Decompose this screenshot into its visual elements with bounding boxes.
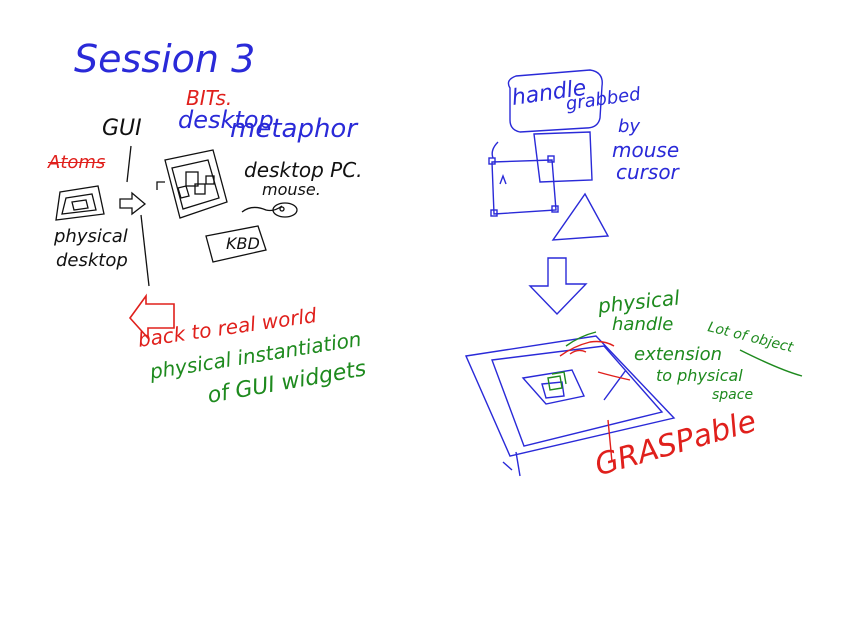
physical-desktop-label: desktop <box>56 250 128 271</box>
extension-label: extension <box>634 344 723 365</box>
lot-of-object-curve <box>739 349 803 377</box>
physical-handle-cube <box>547 331 597 391</box>
by-label: by <box>618 116 641 137</box>
gui-window-sketch <box>488 131 593 217</box>
desktop-pc-label: desktop PC. <box>244 158 363 182</box>
desktop-label: desktop <box>178 106 274 134</box>
to-physical-label: to physical <box>656 366 743 385</box>
metaphor-label: metaphor <box>230 114 358 144</box>
space-label: space <box>712 387 754 403</box>
mouse-cursor-label-2: cursor <box>616 160 679 184</box>
gui-label: GUI <box>102 116 142 141</box>
atoms-label: Atoms <box>48 152 106 173</box>
physical-desktop-sketch-icon <box>55 185 105 221</box>
gui-divider-line <box>126 145 150 287</box>
kbd-label: KBD <box>226 234 260 253</box>
keyboard-sketch-icon <box>205 225 267 263</box>
back-arrow-icon <box>128 293 175 341</box>
physical-label: physical <box>54 226 128 247</box>
physical-handle-sketch <box>559 340 631 463</box>
desktop-pc-sketch-icon <box>156 149 228 219</box>
arrow-right-icon <box>119 191 147 216</box>
mouse-sketch-icon <box>241 202 298 218</box>
bits-label: BITs. <box>186 86 233 110</box>
triangle-icon <box>551 192 610 241</box>
physical-handle-label-2: handle <box>612 314 674 335</box>
mouse-cursor-label-1: mouse <box>612 138 680 162</box>
mouse-label: mouse. <box>262 180 321 199</box>
handle-label-bubble <box>491 69 603 159</box>
page-title: Session 3 <box>74 37 256 81</box>
arrow-down-icon <box>528 257 588 316</box>
graspable-surface-sketch <box>464 335 676 477</box>
